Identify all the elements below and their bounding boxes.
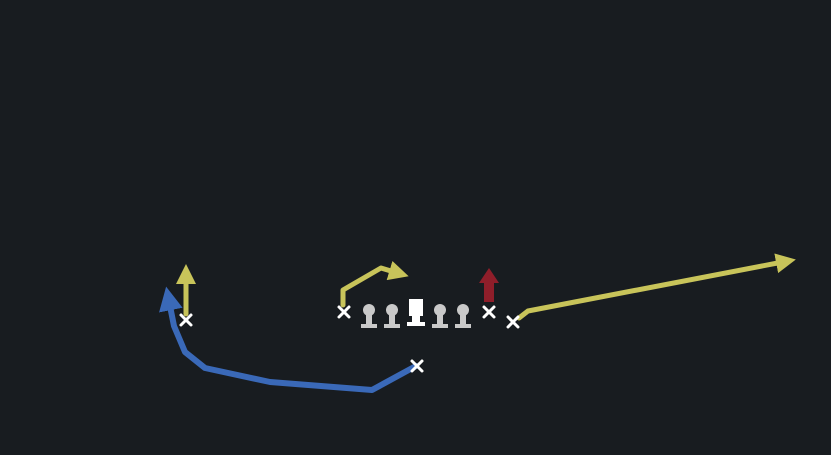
center-marker [407, 299, 425, 326]
slot-left-route [340, 260, 409, 308]
player-tight-end [482, 305, 496, 319]
wide-right-deep-route [516, 253, 796, 321]
player-wide-right [506, 315, 520, 329]
lineman-2 [384, 304, 400, 328]
player-back [410, 359, 424, 373]
player-slot-left [337, 305, 351, 319]
lineman-4 [455, 304, 471, 328]
player-wide-left [179, 313, 193, 327]
lineman-3 [432, 304, 448, 328]
tight-end-block-arrow [479, 268, 499, 302]
back-swing-route [159, 286, 419, 393]
lineman-1 [361, 304, 377, 328]
